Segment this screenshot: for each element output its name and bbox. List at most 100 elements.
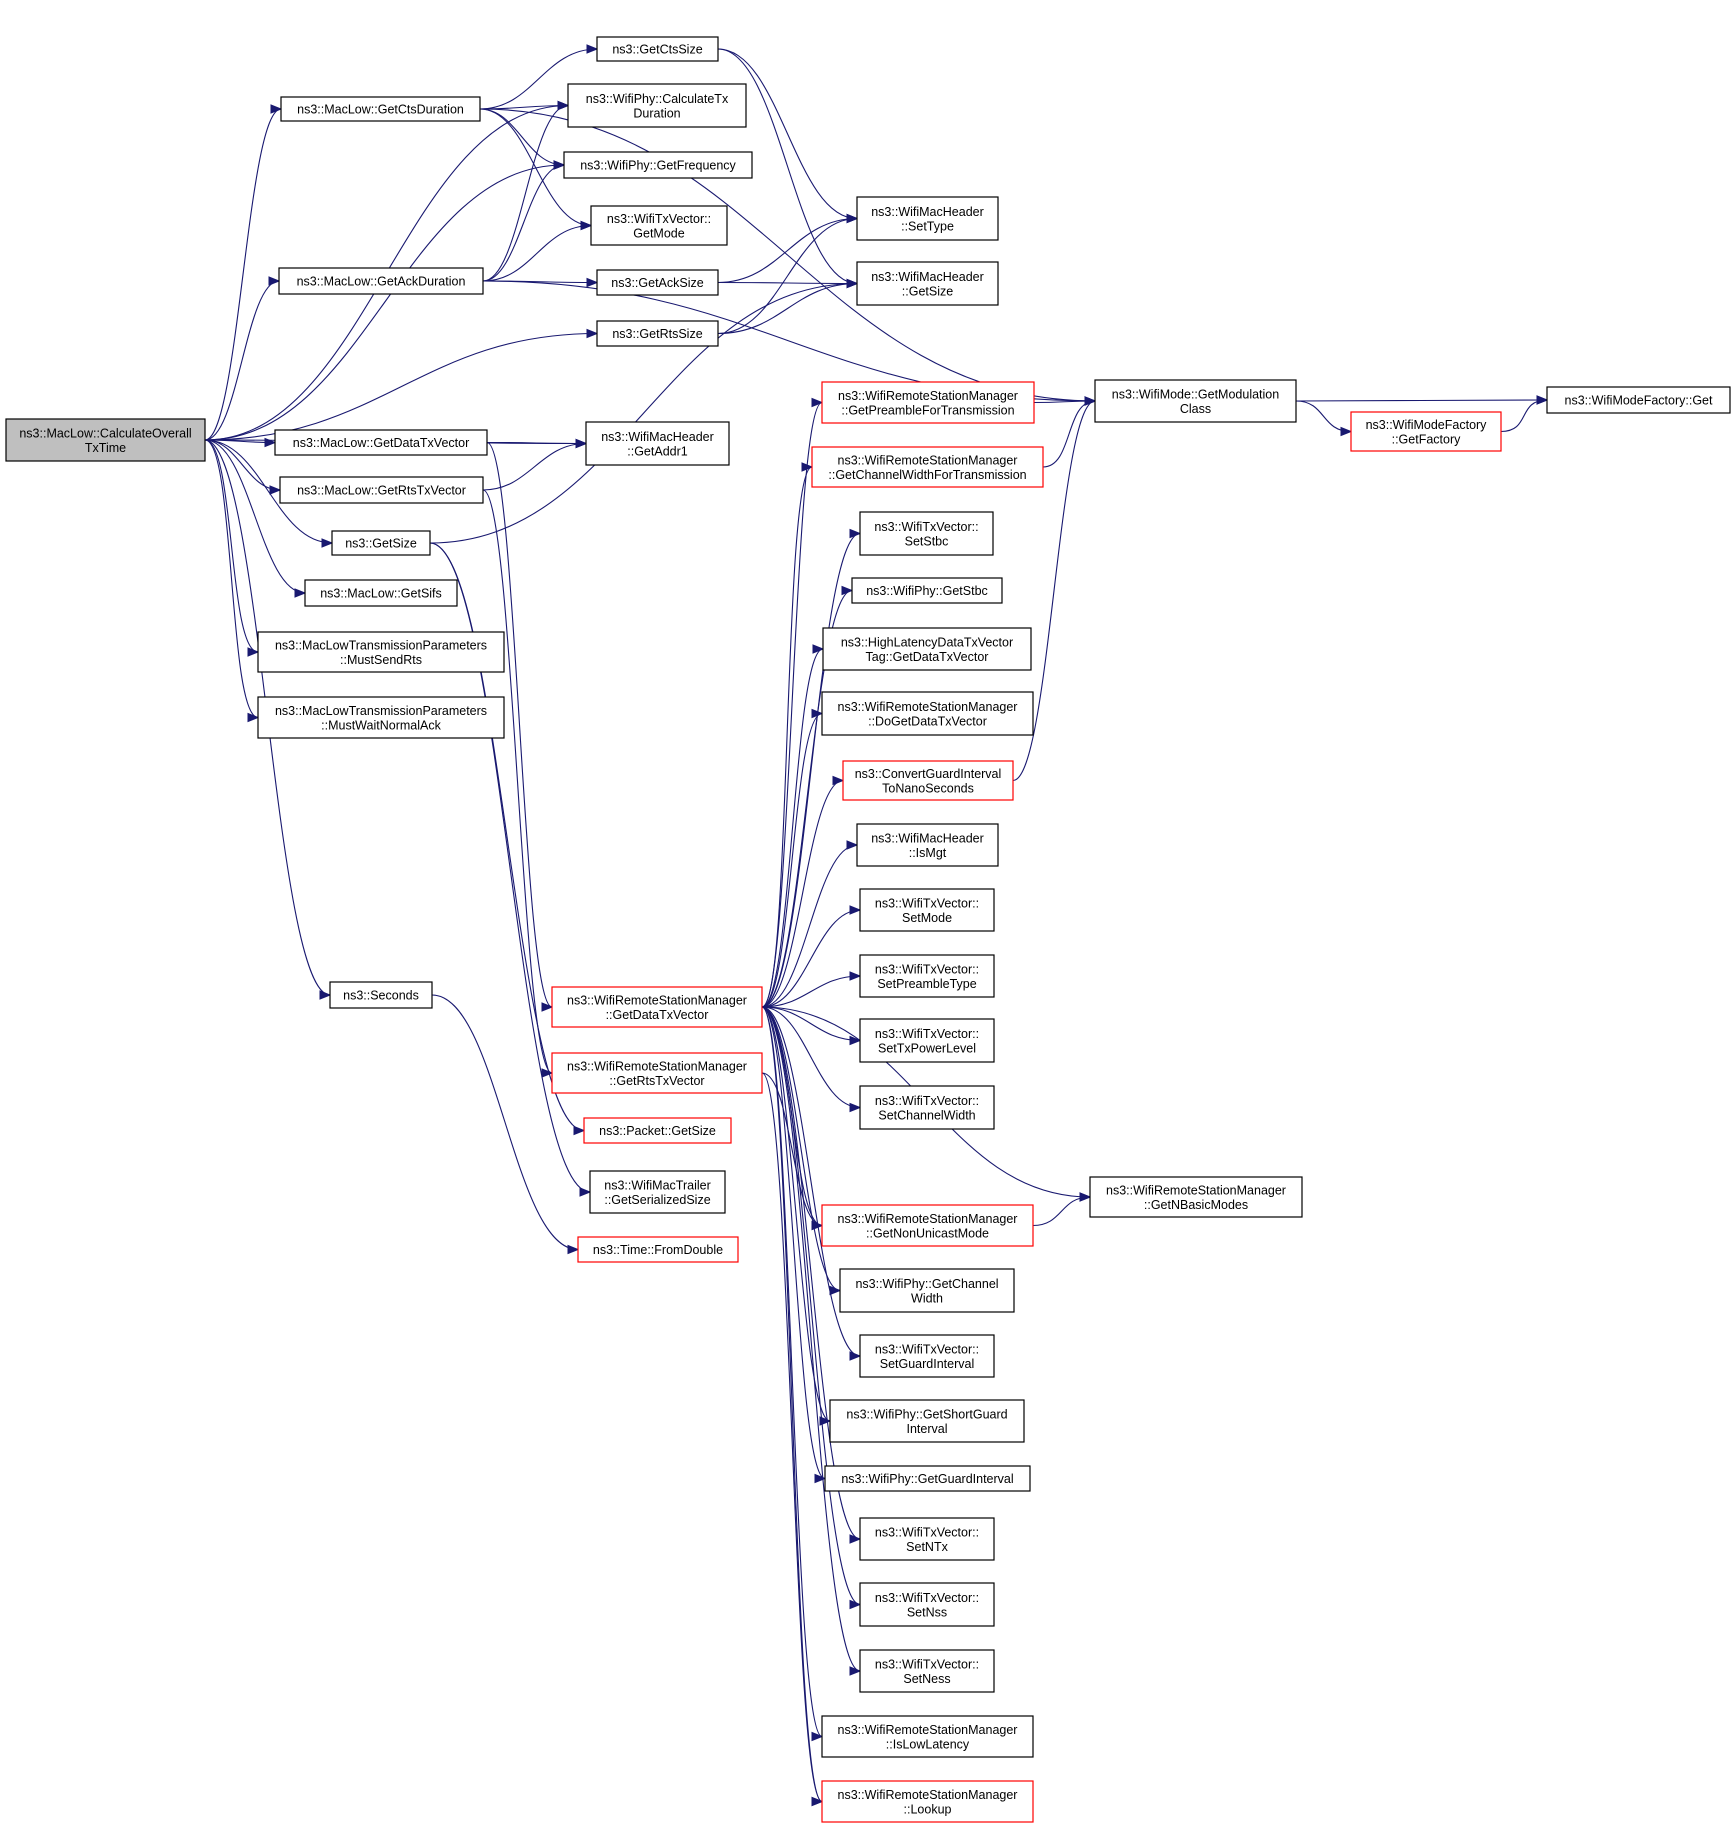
node-box[interactable] — [856, 196, 999, 241]
node-box[interactable] — [829, 1399, 1025, 1443]
node-box[interactable] — [859, 1085, 995, 1130]
node-wifiremotestationmanager-getdatatxvector[interactable]: ns3::WifiRemoteStationManager::GetDataTx… — [551, 986, 763, 1028]
node-box[interactable] — [567, 83, 747, 128]
node-box[interactable] — [596, 269, 719, 296]
node-box[interactable] — [583, 1117, 732, 1144]
node-box[interactable] — [856, 261, 999, 306]
node-wifiremotestationmanager-getnonunicastmode[interactable]: ns3::WifiRemoteStationManager::GetNonUni… — [821, 1204, 1034, 1247]
node-maclow-getsifs[interactable]: ns3::MacLow::GetSifs — [304, 579, 458, 607]
node-wifiremotestationmanager-islowlatency[interactable]: ns3::WifiRemoteStationManager::IsLowLate… — [821, 1715, 1034, 1758]
node-maclow-getdatatxvector[interactable]: ns3::MacLow::GetDataTxVector — [274, 429, 488, 456]
node-box[interactable] — [1089, 1176, 1303, 1218]
node-wifitxvector-setstbc[interactable]: ns3::WifiTxVector::SetStbc — [859, 511, 994, 556]
node-box[interactable] — [859, 954, 995, 998]
node-wifimodefactory-getfactory[interactable]: ns3::WifiModeFactory::GetFactory — [1350, 411, 1502, 452]
node-box[interactable] — [274, 429, 488, 456]
node-box[interactable] — [551, 986, 763, 1028]
node-box[interactable] — [859, 1582, 995, 1627]
node-packet-getsize[interactable]: ns3::Packet::GetSize — [583, 1117, 732, 1144]
node-box[interactable] — [811, 446, 1044, 488]
node-wifimacheader-getsize[interactable]: ns3::WifiMacHeader::GetSize — [856, 261, 999, 306]
node-maclow-getctsduration[interactable]: ns3::MacLow::GetCtsDuration — [280, 96, 481, 122]
node-box[interactable] — [1350, 411, 1502, 452]
node-wifimacheader-ismgt[interactable]: ns3::WifiMacHeader::IsMgt — [856, 823, 999, 867]
node-box[interactable] — [577, 1236, 739, 1263]
node-wifiremotestationmanager-lookup[interactable]: ns3::WifiRemoteStationManager::Lookup — [821, 1780, 1034, 1823]
node-seconds[interactable]: ns3::Seconds — [329, 981, 433, 1009]
node-box[interactable] — [859, 1334, 995, 1378]
node-box[interactable] — [821, 1715, 1034, 1758]
node-wifiremotestationmanager-dogetdatatxvector[interactable]: ns3::WifiRemoteStationManager::DoGetData… — [821, 691, 1034, 736]
node-box[interactable] — [563, 151, 753, 179]
node-box[interactable] — [822, 627, 1032, 671]
node-box[interactable] — [859, 1649, 995, 1693]
node-box[interactable] — [839, 1268, 1015, 1313]
node-box[interactable] — [551, 1052, 763, 1094]
node-wifiphy-getguardinterval[interactable]: ns3::WifiPhy::GetGuardInterval — [824, 1465, 1031, 1492]
node-wifimacheader-getaddr1[interactable]: ns3::WifiMacHeader::GetAddr1 — [585, 421, 730, 466]
node-box[interactable] — [590, 205, 728, 246]
node-wifiremotestationmanager-getpreamblefortransmission[interactable]: ns3::WifiRemoteStationManager::GetPreamb… — [821, 381, 1035, 424]
node-box[interactable] — [824, 1465, 1031, 1492]
node-box[interactable] — [1094, 379, 1297, 423]
node-box[interactable] — [589, 1170, 726, 1214]
node-maclowtransmissionparameters-mustwaitnormalack[interactable]: ns3::MacLowTransmissionParameters::MustW… — [257, 696, 505, 739]
node-wifiphy-getstbc[interactable]: ns3::WifiPhy::GetStbc — [851, 577, 1003, 604]
node-box[interactable] — [257, 631, 505, 673]
node-box[interactable] — [331, 530, 431, 556]
node-box[interactable] — [821, 1780, 1034, 1823]
node-box[interactable] — [596, 320, 719, 347]
node-box[interactable] — [821, 1204, 1034, 1247]
node-time-fromdouble[interactable]: ns3::Time::FromDouble — [577, 1236, 739, 1263]
node-getsize[interactable]: ns3::GetSize — [331, 530, 431, 556]
node-wifiremotestationmanager-getnbasicmodes[interactable]: ns3::WifiRemoteStationManager::GetNBasic… — [1089, 1176, 1303, 1218]
node-box[interactable] — [329, 981, 433, 1009]
node-wifimactrailer-getserializedsize[interactable]: ns3::WifiMacTrailer::GetSerializedSize — [589, 1170, 726, 1214]
node-box[interactable] — [257, 696, 505, 739]
node-box[interactable] — [278, 267, 484, 295]
node-wifitxvector-setnss[interactable]: ns3::WifiTxVector::SetNss — [859, 1582, 995, 1627]
node-getctssize[interactable]: ns3::GetCtsSize — [596, 36, 719, 62]
node-box[interactable] — [821, 381, 1035, 424]
node-wifitxvector-settxpowerlevel[interactable]: ns3::WifiTxVector::SetTxPowerLevel — [859, 1018, 995, 1063]
node-box[interactable] — [856, 823, 999, 867]
node-wifiphy-getfrequency[interactable]: ns3::WifiPhy::GetFrequency — [563, 151, 753, 179]
node-box[interactable] — [859, 1018, 995, 1063]
node-box[interactable] — [279, 476, 484, 504]
node-box[interactable] — [851, 577, 1003, 604]
node-box[interactable] — [1546, 386, 1731, 414]
node-box[interactable] — [304, 579, 458, 607]
node-maclow-getrtstxvector[interactable]: ns3::MacLow::GetRtsTxVector — [279, 476, 484, 504]
node-wifiremotestationmanager-getchannelwidthfortransmission[interactable]: ns3::WifiRemoteStationManager::GetChanne… — [811, 446, 1044, 488]
node-wifitxvector-setpreambletype[interactable]: ns3::WifiTxVector::SetPreambleType — [859, 954, 995, 998]
node-highlatencydatatxvectortag-getdatatxvector[interactable]: ns3::HighLatencyDataTxVectorTag::GetData… — [822, 627, 1032, 671]
node-box[interactable] — [280, 96, 481, 122]
node-wifitxvector-setguardinterval[interactable]: ns3::WifiTxVector::SetGuardInterval — [859, 1334, 995, 1378]
node-box[interactable] — [585, 421, 730, 466]
node-box[interactable] — [596, 36, 719, 62]
node-wifitxvector-getmode[interactable]: ns3::WifiTxVector::GetMode — [590, 205, 728, 246]
node-maclowtransmissionparameters-mustsendrts[interactable]: ns3::MacLowTransmissionParameters::MustS… — [257, 631, 505, 673]
node-wifiphy-getchannelwidth[interactable]: ns3::WifiPhy::GetChannelWidth — [839, 1268, 1015, 1313]
node-wifitxvector-setmode[interactable]: ns3::WifiTxVector::SetMode — [859, 888, 995, 932]
node-box[interactable] — [859, 888, 995, 932]
node-wifitxvector-setntx[interactable]: ns3::WifiTxVector::SetNTx — [859, 1517, 995, 1561]
node-box[interactable] — [859, 511, 994, 556]
node-wifimodefactory-get[interactable]: ns3::WifiModeFactory::Get — [1546, 386, 1731, 414]
node-getrtssize[interactable]: ns3::GetRtsSize — [596, 320, 719, 347]
node-box[interactable] — [821, 691, 1034, 736]
node-wifiremotestationmanager-getrtstxvector[interactable]: ns3::WifiRemoteStationManager::GetRtsTxV… — [551, 1052, 763, 1094]
node-box[interactable] — [5, 418, 206, 462]
node-box[interactable] — [842, 760, 1014, 801]
node-wifimacheader-settype[interactable]: ns3::WifiMacHeader::SetType — [856, 196, 999, 241]
node-getacksize[interactable]: ns3::GetAckSize — [596, 269, 719, 296]
node-box[interactable] — [859, 1517, 995, 1561]
node-wifitxvector-setness[interactable]: ns3::WifiTxVector::SetNess — [859, 1649, 995, 1693]
node-wifitxvector-setchannelwidth[interactable]: ns3::WifiTxVector::SetChannelWidth — [859, 1085, 995, 1130]
node-maclow-getackduration[interactable]: ns3::MacLow::GetAckDuration — [278, 267, 484, 295]
